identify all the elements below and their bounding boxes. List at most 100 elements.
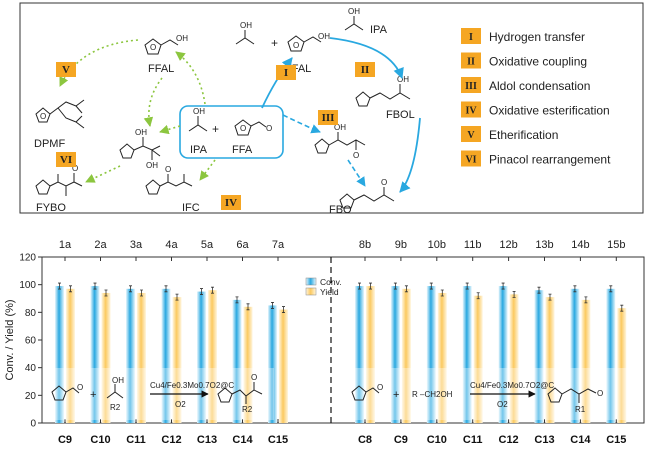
- error-bar: [584, 296, 588, 304]
- ipa-top-oh: OH: [348, 7, 360, 16]
- bar-yield: [137, 292, 146, 423]
- error-bar: [512, 290, 516, 298]
- bar-yield: [473, 295, 483, 423]
- legend-item-4: IV Oxidative esterification: [461, 101, 610, 118]
- legend-badge: [461, 52, 481, 69]
- bar-conv: [462, 286, 472, 423]
- bar-conv: [355, 286, 364, 423]
- bar-yield: [617, 308, 627, 423]
- legend-label: Yield: [320, 287, 339, 297]
- ffal-left-ring-o: O: [150, 43, 156, 52]
- overlay-left-o2: O2: [175, 400, 186, 409]
- legend-text: Oxidative esterification: [489, 104, 610, 118]
- bar-yield: [401, 288, 411, 423]
- bar-conv: [197, 291, 206, 423]
- error-bar: [620, 304, 624, 312]
- ffal-right-structure: [287, 35, 322, 52]
- top-label: 14b: [571, 239, 589, 251]
- bar-yield: [437, 292, 447, 423]
- overlay-right-r: R: [412, 390, 418, 399]
- center-ffa-label: FFA: [232, 144, 253, 156]
- bar-yield: [172, 297, 182, 423]
- legend-roman: IV: [465, 106, 477, 117]
- error-bar: [164, 285, 168, 293]
- arrow-oxidative-coupling: [329, 37, 404, 80]
- bottom-label: C12: [161, 434, 181, 446]
- top-label: 3a: [130, 239, 143, 251]
- overlay-right-catalyst: Cu4/Fe0.3Mo0.7O2@C: [470, 381, 554, 390]
- top-label: 1a: [59, 239, 72, 251]
- bar-conv: [232, 299, 242, 423]
- ifc-carbonyl-o: O: [165, 165, 171, 174]
- ipa-top-label: IPA: [370, 24, 388, 36]
- legend-text: Etherification: [489, 128, 558, 142]
- ipa-top-structure: [235, 16, 364, 45]
- arrow-center-to-ifc: [199, 159, 216, 181]
- badge-iii-text: III: [322, 112, 335, 124]
- fybo-structure: [35, 173, 83, 196]
- error-bar: [129, 285, 132, 293]
- error-bar: [93, 282, 97, 290]
- overlay-right-alcohol: –CH2OH: [420, 390, 453, 399]
- legend-swatch-conv: [305, 277, 317, 286]
- fbo-label: FBO: [329, 204, 352, 216]
- y-tick-label: 60: [25, 336, 37, 347]
- arrow-aldol-step: [282, 114, 321, 134]
- error-bar: [211, 286, 214, 294]
- reaction-overlay-right: O + R –CH2OH Cu4/Fe0.3Mo0.7O2@C O2 O R1: [340, 368, 640, 420]
- error-bar: [440, 289, 444, 297]
- badge-iv-text: IV: [225, 197, 237, 209]
- bar-yield: [509, 294, 519, 423]
- bar-yield: [101, 292, 111, 423]
- overlay-right-product-r1: R1: [575, 405, 586, 414]
- bottom-label: C13: [534, 434, 554, 446]
- top-label: 6a: [236, 239, 249, 251]
- overlay-right-aldehyde-o: O: [377, 383, 383, 392]
- dpmf-structure: [35, 99, 85, 129]
- aldol-carbonyl-o: O: [353, 151, 359, 160]
- fybo-carbonyl-o: O: [72, 164, 78, 173]
- error-bar: [200, 288, 203, 295]
- fbol-label: FBOL: [386, 109, 415, 121]
- legend-swatch-yield: [305, 287, 317, 296]
- arrow-pinacol-to-fybo: [85, 165, 121, 183]
- arrow-fbol-to-fbo: [399, 117, 421, 193]
- y-tick-label: 120: [19, 253, 36, 264]
- badge-vi: [56, 152, 76, 167]
- bar-yield: [366, 286, 375, 423]
- badge-i-text: I: [284, 67, 288, 79]
- bottom-label: C14: [570, 434, 591, 446]
- legend-text: Oxidative coupling: [489, 55, 587, 69]
- ffal-left-structure: [144, 38, 179, 55]
- center-reagent-box: [179, 105, 284, 159]
- reaction-scheme: OH + O O IPA FFA O OH FFAL O DPMF O: [19, 2, 644, 216]
- bar-series: [55, 282, 627, 423]
- bar-conv: [498, 286, 508, 423]
- bar-conv: [90, 286, 100, 423]
- overlay-right-product-o: O: [597, 389, 603, 398]
- error-bar: [104, 289, 108, 297]
- top-label: 9b: [395, 239, 407, 251]
- fybo-label: FYBO: [36, 202, 66, 214]
- arrow-aldol-dehydration: [347, 159, 366, 187]
- top-plus: +: [271, 36, 278, 50]
- overlay-left-product-r2: R2: [242, 405, 253, 414]
- y-tick-label: 40: [25, 363, 37, 374]
- top-label: 11b: [464, 239, 482, 251]
- aldol-oh: OH: [334, 123, 346, 132]
- bottom-label: C8: [358, 434, 372, 446]
- pinacol-oh-1: OH: [135, 128, 147, 137]
- bottom-label: C9: [58, 434, 72, 446]
- chart-legend: Conv.Yield: [305, 277, 342, 297]
- y-tick-label: 100: [19, 280, 36, 291]
- legend-roman: V: [467, 130, 475, 141]
- top-label: 7a: [272, 239, 285, 251]
- bar-conv: [534, 290, 544, 423]
- fbo-carbonyl-o: O: [381, 178, 387, 187]
- overlay-left-oh: OH: [112, 376, 124, 385]
- bar-conv: [426, 286, 436, 423]
